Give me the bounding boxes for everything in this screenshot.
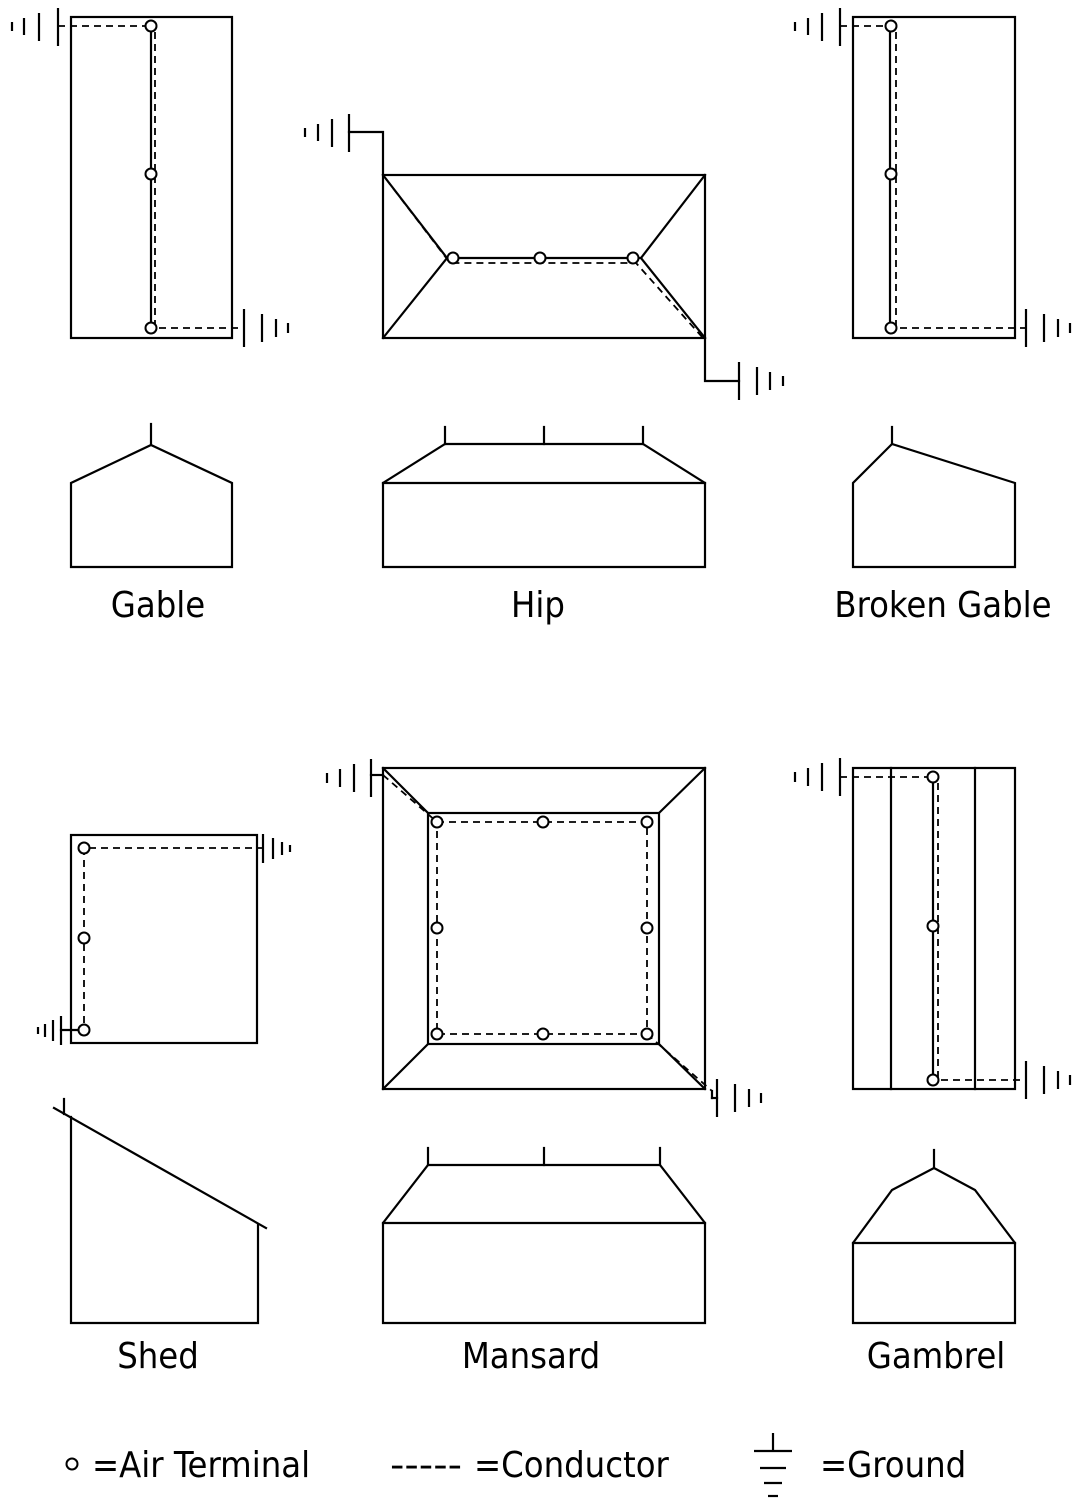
conductor-dashes-icon: ----- <box>390 1445 462 1486</box>
broken-gable-elevation-view <box>851 425 1017 569</box>
gable-plan-view <box>10 8 290 347</box>
legend-ground-label: =Ground <box>820 1445 966 1486</box>
air-terminal <box>640 1027 654 1041</box>
broken-gable-plan-view <box>793 8 1072 347</box>
ground-symbol <box>261 834 292 863</box>
gambrel-plan-view <box>793 758 1072 1099</box>
ground-symbol <box>793 8 842 46</box>
ground-symbol <box>793 758 842 796</box>
air-terminal <box>430 921 444 935</box>
mansard-figure: Mansard <box>325 759 763 1377</box>
air-terminal <box>144 19 158 33</box>
air-terminal <box>536 1027 550 1041</box>
air-terminal <box>626 251 640 265</box>
ground-symbol <box>10 8 60 46</box>
gambrel-figure: Gambrel <box>793 758 1072 1377</box>
air-terminal <box>884 19 898 33</box>
hip-plan-view <box>303 114 785 400</box>
ground-symbol <box>715 1079 763 1117</box>
hip-figure: Hip <box>303 114 785 626</box>
ground-icon <box>754 1433 792 1498</box>
air-terminal <box>430 1027 444 1041</box>
legend-air-terminal-label: =Air Terminal <box>92 1445 310 1486</box>
roof-type-label: Gable <box>111 585 205 626</box>
roof-type-label: Gambrel <box>867 1336 1006 1377</box>
air-terminal <box>144 321 158 335</box>
ground-symbol <box>1024 1061 1072 1099</box>
air-terminal <box>77 931 91 945</box>
air-terminal <box>446 251 460 265</box>
shed-elevation-view <box>52 1097 268 1325</box>
air-terminal <box>536 815 550 829</box>
shed-plan-view <box>36 833 292 1045</box>
ground-symbol <box>303 114 351 152</box>
mansard-elevation-view <box>381 1146 707 1325</box>
air-terminal <box>884 321 898 335</box>
legend-conductor-label: =Conductor <box>474 1445 670 1486</box>
roof-type-label: Broken Gable <box>834 585 1051 626</box>
air-terminal <box>77 841 91 855</box>
air-terminal <box>884 167 898 181</box>
gambrel-elevation-view <box>851 1148 1017 1325</box>
gable-figure: Gable <box>10 8 290 626</box>
legend-conductor: ----- =Conductor <box>390 1445 670 1486</box>
air-terminal <box>640 815 654 829</box>
legend: =Air Terminal ----- =Conductor =Ground <box>65 1433 966 1498</box>
air-terminal <box>926 919 940 933</box>
air-terminal <box>926 770 940 784</box>
gable-elevation-view <box>69 422 234 569</box>
air-terminal <box>144 167 158 181</box>
ground-symbol <box>737 362 785 400</box>
legend-air-terminal: =Air Terminal <box>65 1445 310 1486</box>
roof-type-label: Hip <box>511 585 565 626</box>
roof-type-label: Mansard <box>462 1336 600 1377</box>
legend-ground: =Ground <box>754 1433 966 1498</box>
air-terminal <box>926 1073 940 1087</box>
air-terminal <box>533 251 547 265</box>
shed-figure: Shed <box>36 833 292 1377</box>
air-terminal <box>77 1023 91 1037</box>
ground-symbol <box>1024 309 1072 347</box>
roof-type-label: Shed <box>117 1336 199 1377</box>
ground-symbol <box>36 1016 63 1045</box>
ground-symbol <box>325 759 373 797</box>
air-terminal <box>640 921 654 935</box>
ground-symbol <box>242 309 290 347</box>
broken-gable-figure: Broken Gable <box>793 8 1072 626</box>
hip-elevation-view <box>381 425 707 569</box>
mansard-plan-view <box>325 759 763 1117</box>
air-terminal <box>430 815 444 829</box>
air-terminal-icon <box>65 1457 79 1471</box>
